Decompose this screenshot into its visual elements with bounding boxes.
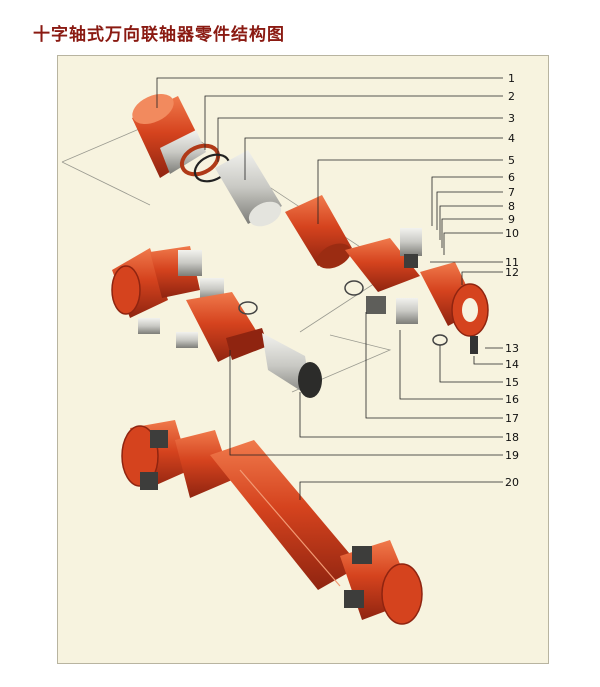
steel-sleeve <box>215 150 282 227</box>
callout-16: 16 <box>505 393 519 406</box>
callout-3: 3 <box>508 112 515 125</box>
callout-20: 20 <box>505 476 519 489</box>
assembled-coupling <box>121 420 423 625</box>
callout-7: 7 <box>508 186 515 199</box>
outer-tube-part <box>132 93 206 178</box>
guide-outline-upper <box>61 117 396 333</box>
callout-15: 15 <box>505 376 519 389</box>
callout-1: 1 <box>508 72 515 85</box>
callout-9: 9 <box>508 213 515 226</box>
callout-5: 5 <box>508 154 515 167</box>
red-sleeve <box>285 195 352 269</box>
guide-outline-lower2 <box>291 334 392 393</box>
callout-2: 2 <box>508 90 515 103</box>
callout-13: 13 <box>505 342 519 355</box>
seal-rings <box>179 143 231 183</box>
spline-shaft <box>262 333 322 398</box>
callout-11: 11 <box>505 256 519 269</box>
callout-19: 19 <box>505 449 519 462</box>
callout-4: 4 <box>508 132 515 145</box>
callout-10: 10 <box>505 227 519 240</box>
right-yoke-assembly <box>344 228 489 354</box>
callout-17: 17 <box>505 412 519 425</box>
callout-14: 14 <box>505 358 519 371</box>
leader-lines <box>156 77 503 500</box>
page-title: 十字轴式万向联轴器零件结构图 <box>33 25 285 45</box>
callout-18: 18 <box>505 431 519 444</box>
callout-labels: 1 2 3 4 5 6 7 8 9 10 11 12 13 14 15 16 1… <box>505 72 519 489</box>
callout-12: 12 <box>505 266 519 279</box>
callout-6: 6 <box>508 171 515 184</box>
left-yoke-assembly <box>111 246 268 362</box>
guide-outline-lower <box>61 161 151 206</box>
callout-8: 8 <box>508 200 515 213</box>
